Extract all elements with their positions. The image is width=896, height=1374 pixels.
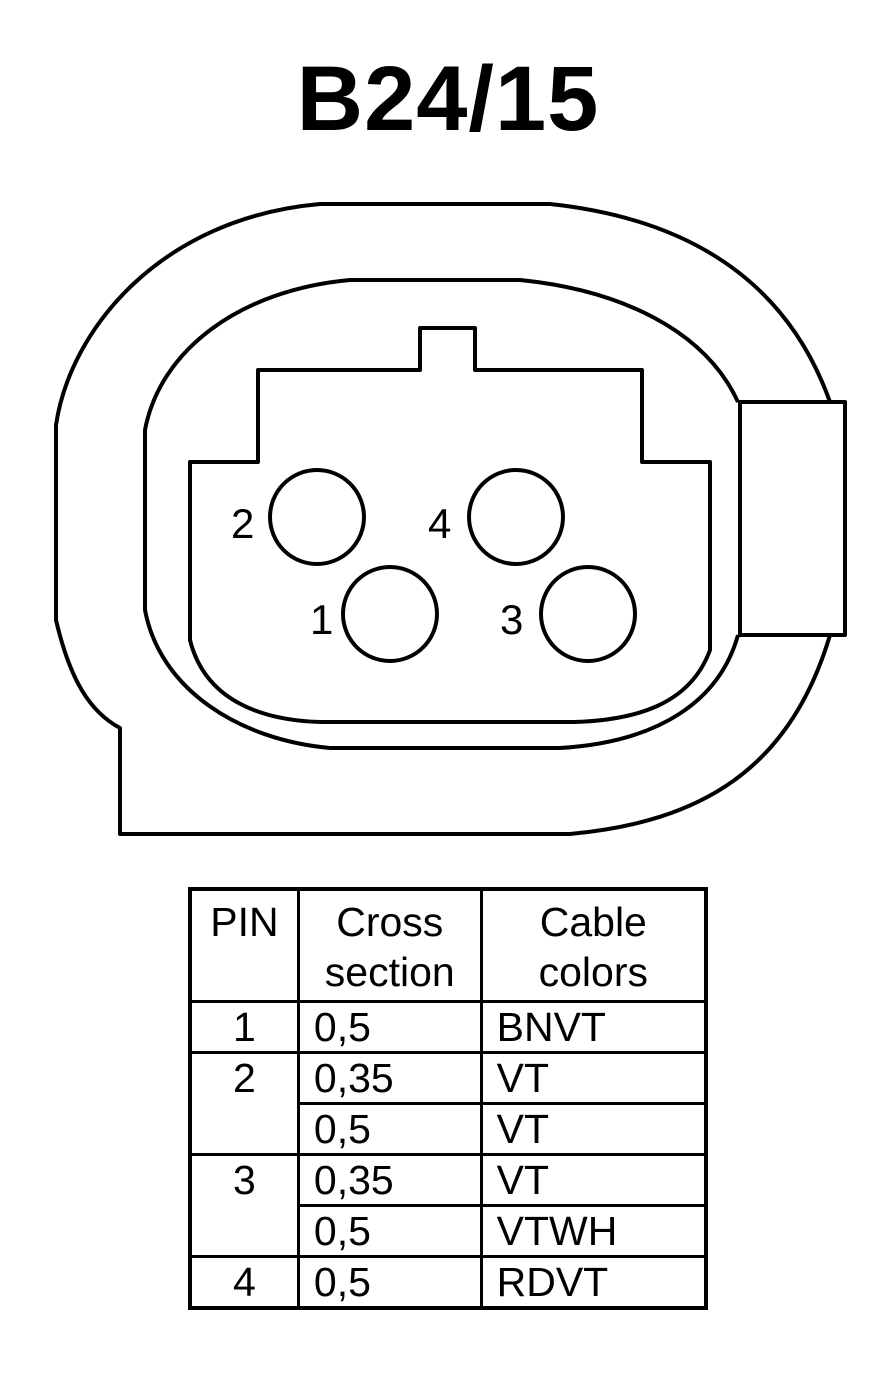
header-cable-colors: Cable colors	[479, 889, 708, 1003]
pin-cell: 1	[188, 1001, 300, 1054]
table-row: 3 0,35 VT	[188, 1154, 708, 1258]
header-cross-section-line2: section	[324, 949, 455, 995]
header-cable-colors-line2: colors	[538, 949, 648, 995]
table-row: 0,5 VTWH	[190, 1205, 708, 1258]
pin-1-socket	[341, 565, 439, 663]
pin-assignment-table: PIN Cross section Cable colors 1 0,5 BNV…	[188, 887, 708, 1310]
header-cross-section: Cross section	[296, 889, 483, 1003]
table-row: 0,5 VT	[190, 1103, 708, 1156]
cross-section-cell: 0,5	[296, 1205, 483, 1258]
cable-color-cell: VT	[479, 1052, 708, 1105]
cross-section-cell: 0,35	[296, 1154, 483, 1207]
pin-cell: 3	[188, 1154, 300, 1258]
cross-section-cell: 0,5	[296, 1103, 483, 1156]
page-title: B24/15	[296, 48, 600, 150]
cable-color-cell: RDVT	[479, 1256, 708, 1309]
cross-section-cell: 0,5	[296, 1256, 483, 1309]
pin-label-1: 1	[310, 596, 333, 643]
pin-4-socket	[467, 468, 565, 566]
pin-3-socket	[539, 565, 637, 663]
cross-section-cell: 0,5	[296, 1001, 483, 1054]
header-pin: PIN	[188, 889, 300, 1003]
cable-color-cell: BNVT	[479, 1001, 708, 1054]
pin-label-2: 2	[231, 500, 254, 547]
connector-inner-ring	[143, 278, 740, 750]
connector-pin-cavity	[188, 326, 712, 724]
table-row: 4 0,5 RDVT	[188, 1256, 708, 1309]
table-row: 2 0,35 VT	[188, 1052, 708, 1156]
header-pin-label: PIN	[210, 899, 279, 945]
pin-cell: 2	[188, 1052, 300, 1156]
cable-color-cell: VT	[479, 1154, 708, 1207]
pin-2-socket	[268, 468, 366, 566]
table-row: 1 0,5 BNVT	[188, 1001, 708, 1054]
connector-housing-outline	[54, 202, 832, 836]
header-cable-colors-line1: Cable	[539, 899, 647, 945]
cable-color-cell: VT	[479, 1103, 708, 1156]
pin-label-4: 4	[428, 500, 451, 547]
pin-cell: 4	[188, 1256, 300, 1309]
cable-color-cell: VTWH	[479, 1205, 708, 1258]
header-cross-section-line1: Cross	[336, 899, 444, 945]
cross-section-cell: 0,35	[296, 1052, 483, 1105]
pin-label-3: 3	[500, 596, 523, 643]
table-header-row: PIN Cross section Cable colors	[188, 889, 708, 1003]
connector-diagram: 2 4 1 3	[54, 202, 847, 836]
connector-latch-tab	[738, 400, 847, 637]
